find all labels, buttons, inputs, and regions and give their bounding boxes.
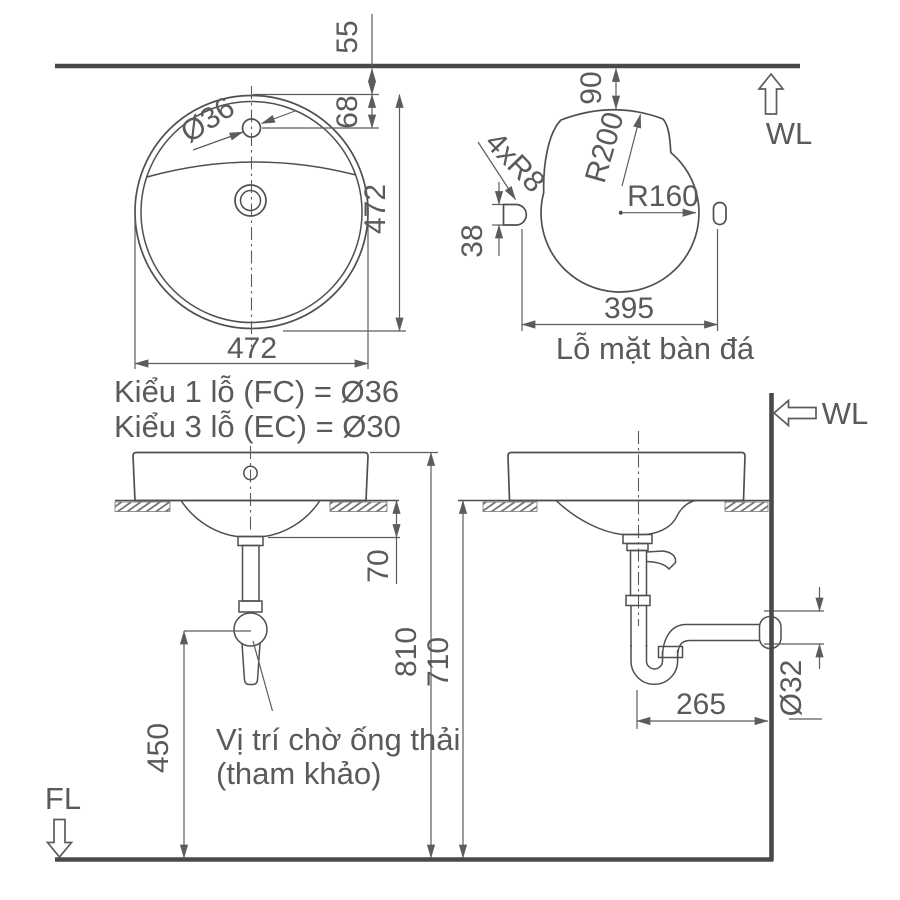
fl-label: FL [45,781,81,816]
note-type-3-hole: Kiểu 3 lỗ (EC) = Ø30 [114,409,401,444]
dim-drain-drop-70: 70 [362,549,395,582]
counter-hatch-left [114,501,171,512]
drain-flange [237,535,264,547]
tailpiece-pipe [241,544,260,602]
waste-position-note-2: (tham khảo) [216,756,381,791]
dim-hole-offset-68: 68 [331,95,364,128]
note-type-1-hole: Kiểu 1 lỗ (FC) = Ø36 [114,374,399,409]
faucet-hole-diameter-label: Ø36 [175,91,241,150]
drain-flange-side [622,533,653,545]
water-line-top-marker: WL [757,72,813,151]
basin-body [132,451,369,502]
bowl-profile-side [555,499,696,536]
dim-slot-height-38: 38 [456,224,489,257]
p-trap-inner [645,645,664,670]
cutout-outline [540,108,700,293]
cutout-caption: Lỗ mặt bàn đá [556,331,755,366]
drain-outer [234,184,267,217]
wl-left-arrow-icon [772,398,817,428]
waste-stub [241,643,261,686]
dim-cutout-width-395: 395 [604,292,654,325]
wl-up-arrow-icon [757,72,785,115]
wl-right-label: WL [822,396,869,431]
overflow-horn [646,550,677,571]
right-fixing-slot [712,201,727,226]
union-nut-side [625,594,651,607]
dim-overall-height-810: 810 [390,627,423,677]
fl-down-arrow-icon [45,818,74,859]
basin-body-side [507,451,746,502]
dim-width-472: 472 [227,332,277,365]
dim-top-radius-r200: R200 [579,108,630,186]
hole-type-notes: Kiểu 1 lỗ (FC) = Ø36 Kiểu 3 lỗ (EC) = Ø3… [114,374,401,444]
counter-hatch-right-side [724,501,769,512]
outlet-pipe-bottom [676,639,760,658]
wl-top-label: WL [766,116,813,151]
floor-line: FL [45,781,774,862]
dim-height-472: 472 [359,184,392,234]
waste-position-note-1: Vị trí chờ ống thải [216,722,460,757]
left-fixing-slot [502,203,528,226]
dim-wall-gap-90: 90 [575,71,608,104]
union-nut [238,600,263,613]
dim-pipe-diameter-32: Ø32 [775,660,808,717]
basin-side-view: Ø32 265 710 [422,431,824,859]
basin-front-view: Vị trí chờ ống thải (tham khảo) 450 70 8… [114,446,460,859]
trap-union-nut [657,645,684,659]
counter-hatch-left-side [482,501,538,512]
wall-line-right: WL [769,393,869,860]
counter-hatch-right [329,501,388,512]
drain-step [626,542,649,552]
drain-inner [239,189,262,212]
trap-ball [233,612,268,647]
countertop-cutout-view: R160 R200 90 4xR8 38 395 Lỗ mặt bàn đá [456,67,755,366]
dim-trap-height-450: 450 [142,723,175,773]
p-trap-outer [630,645,679,685]
dim-slot-radius-4xr8: 4xR8 [479,126,551,199]
dim-wall-distance-265: 265 [676,688,726,721]
dim-wall-gap-55: 55 [331,20,364,53]
dim-radius-r160: R160 [627,180,699,213]
dim-counter-height-710: 710 [422,637,455,687]
cutout-center-point [618,210,623,215]
outlet-pipe-top [661,623,760,658]
